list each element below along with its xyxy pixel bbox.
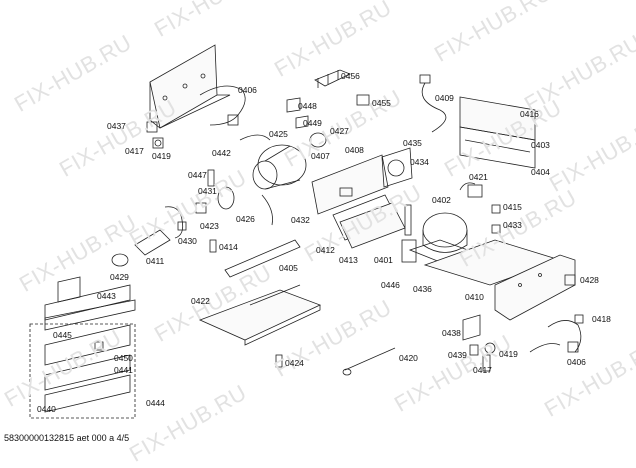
part-label: 0428 <box>580 275 599 285</box>
part-label: 0431 <box>198 186 217 196</box>
exploded-parts-diagram <box>29 44 584 419</box>
part-label: 0421 <box>469 172 488 182</box>
part-label: 0417 <box>125 146 144 156</box>
part-label: 0406 <box>567 357 586 367</box>
part-label: 0407 <box>311 151 330 161</box>
part-label: 0416 <box>520 109 539 119</box>
part-label: 0430 <box>178 236 197 246</box>
part-label: 0442 <box>212 148 231 158</box>
part-label: 0445 <box>53 330 72 340</box>
part-label: 0436 <box>413 284 432 294</box>
part-label: 0404 <box>531 167 550 177</box>
part-label: 0413 <box>339 255 358 265</box>
part-label: 0427 <box>330 126 349 136</box>
part-label: 0456 <box>341 71 360 81</box>
part-label: 0420 <box>399 353 418 363</box>
part-label: 0448 <box>298 101 317 111</box>
part-label: 0443 <box>97 291 116 301</box>
part-label: 0449 <box>303 118 322 128</box>
part-label: 0433 <box>503 220 522 230</box>
part-label: 0444 <box>146 398 165 408</box>
part-label: 0408 <box>345 145 364 155</box>
part-label: 0439 <box>448 350 467 360</box>
part-label: 0432 <box>291 215 310 225</box>
part-label: 0411 <box>146 256 165 266</box>
document-reference: 58300000132815 aet 000 a 4/5 <box>4 433 130 443</box>
part-label: 0446 <box>381 280 400 290</box>
part-label: 0414 <box>219 242 238 252</box>
part-label: 0412 <box>316 245 335 255</box>
part-label: 0434 <box>410 157 429 167</box>
part-label: 0425 <box>269 129 288 139</box>
part-label: 0438 <box>442 328 461 338</box>
part-label: 0415 <box>503 202 522 212</box>
part-label: 0455 <box>372 98 391 108</box>
part-label: 0435 <box>403 138 422 148</box>
part-label: 0403 <box>531 140 550 150</box>
part-label: 0401 <box>374 255 393 265</box>
part-label: 0422 <box>191 296 210 306</box>
part-label: 0419 <box>499 349 518 359</box>
part-label: 0426 <box>236 214 255 224</box>
part-label: 0418 <box>592 314 611 324</box>
part-label: 0437 <box>107 121 126 131</box>
part-label: 0447 <box>188 170 207 180</box>
part-label: 0402 <box>432 195 451 205</box>
part-label: 0429 <box>110 272 129 282</box>
part-label: 0450 <box>114 353 133 363</box>
part-label: 0424 <box>285 358 304 368</box>
part-label: 0409 <box>435 93 454 103</box>
part-label: 0419 <box>152 151 171 161</box>
part-label: 0406 <box>238 85 257 95</box>
part-label: 0440 <box>37 404 56 414</box>
part-label: 0410 <box>465 292 484 302</box>
part-label: 0423 <box>200 221 219 231</box>
part-label: 0405 <box>279 263 298 273</box>
part-label: 0417 <box>473 365 492 375</box>
part-label: 0441 <box>114 365 133 375</box>
